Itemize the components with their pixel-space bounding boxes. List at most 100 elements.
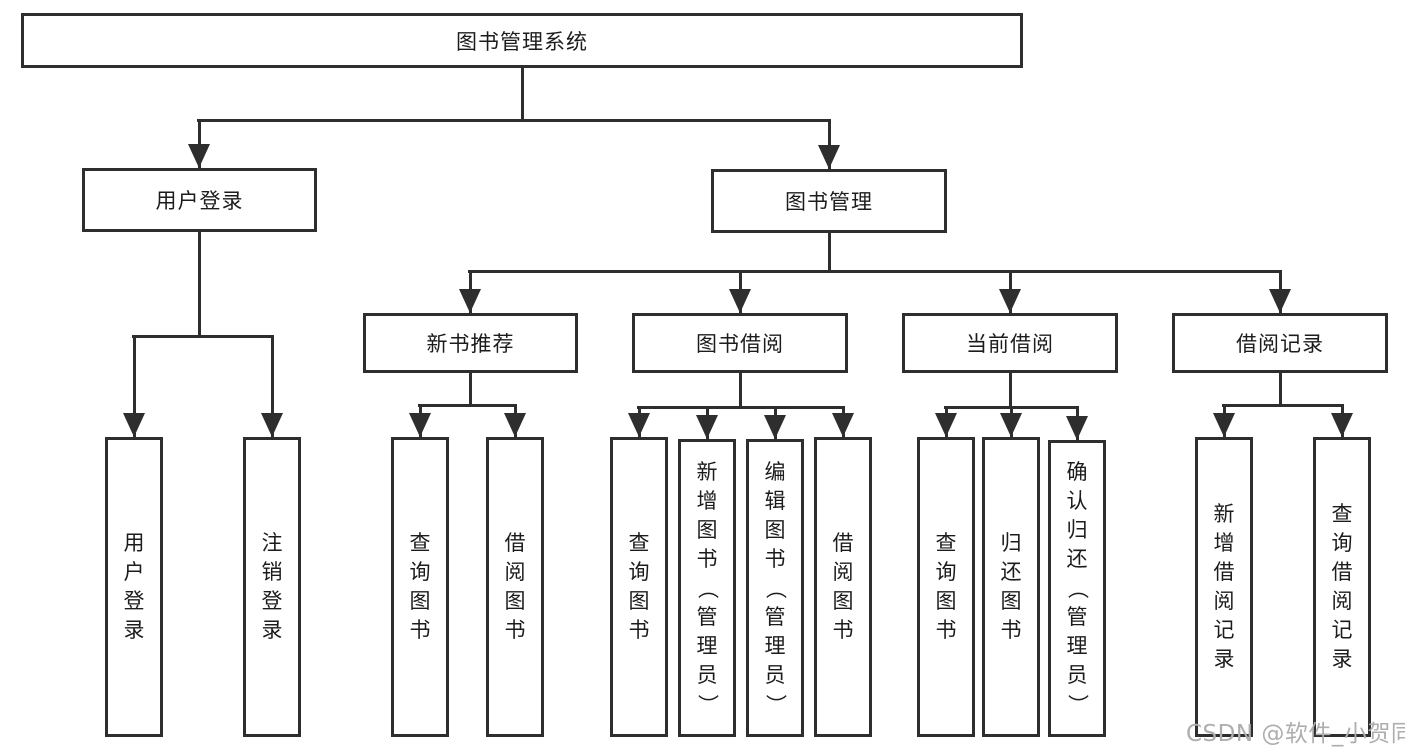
node-label-char: 归: [1066, 518, 1088, 542]
node-label-char: 图: [1000, 589, 1022, 613]
node-label-char: 理: [696, 633, 718, 658]
node-leaf-cb-return: 归还图书: [982, 437, 1040, 737]
node-label-char: 理: [1066, 634, 1088, 658]
node-label-char: 员: [764, 662, 786, 687]
node-label-char: ）: [763, 693, 788, 715]
node-label-char: ）: [1065, 694, 1090, 715]
node-label-char: 询: [1331, 531, 1353, 555]
node-label-char: 阅: [832, 560, 854, 584]
node-label-char: 辑: [764, 488, 786, 513]
node-label-char: 书: [935, 618, 957, 642]
node-label-char: 归: [1000, 531, 1022, 555]
connector-line: [197, 119, 831, 122]
node-label-char: 认: [1066, 489, 1088, 513]
node-label-char: 图: [832, 589, 854, 613]
node-label-char: 录: [123, 618, 145, 642]
connector-line: [1279, 373, 1282, 405]
node-label-char: 理: [764, 633, 786, 658]
node-label-char: （: [763, 577, 788, 599]
node-label-char: 记: [1331, 618, 1353, 642]
arrow-down-icon: [832, 413, 854, 437]
arrow-down-icon: [1269, 289, 1291, 313]
arrow-down-icon: [818, 145, 840, 169]
node-label-char: ）: [695, 693, 720, 715]
arrow-down-icon: [188, 144, 210, 168]
node-label-char: 管: [1066, 605, 1088, 629]
node-label-char: 员: [1066, 663, 1088, 687]
node-leaf-bb-query: 查询图书: [610, 437, 668, 737]
node-label-char: 图: [764, 517, 786, 542]
node-label-char: 录: [1331, 647, 1353, 671]
node-leaf-bb-edit: 编辑图书（管理员）: [746, 439, 804, 737]
connector-line: [418, 404, 517, 407]
node-leaf-nbr-query: 查询图书: [391, 437, 449, 737]
connector-line: [828, 120, 831, 169]
connector-line: [1009, 373, 1012, 407]
arrow-down-icon: [935, 413, 957, 437]
node-label-char: 查: [409, 531, 431, 555]
arrow-down-icon: [1331, 413, 1353, 437]
watermark: CSDN @软件_小贺同学: [1186, 721, 1405, 747]
connector-line: [133, 336, 136, 437]
node-label-char: 查: [935, 531, 957, 555]
node-label-char: 借: [504, 531, 526, 555]
connector-line: [469, 373, 472, 405]
node-label-char: 书: [764, 546, 786, 571]
node-label-char: 管: [764, 604, 786, 629]
node-label-char: 查: [628, 531, 650, 555]
node-label-char: 管: [696, 604, 718, 629]
node-label-char: 登: [123, 589, 145, 613]
arrow-down-icon: [628, 413, 650, 437]
connector-line: [739, 373, 742, 407]
node-label-char: 图: [696, 517, 718, 542]
node-label-char: 用: [123, 531, 145, 555]
node-label-char: 图: [409, 589, 431, 613]
node-leaf-bb-borrow: 借阅图书: [814, 437, 872, 737]
arrow-down-icon: [123, 413, 145, 437]
node-user-login: 用户登录: [82, 168, 317, 232]
arrow-down-icon: [459, 289, 481, 313]
node-leaf-user-login: 用户登录: [105, 437, 163, 737]
connector-line: [132, 335, 274, 338]
arrow-down-icon: [1213, 413, 1235, 437]
node-label-char: 书: [832, 618, 854, 642]
node-label-char: （: [1065, 578, 1090, 599]
node-label: 图书管理: [785, 190, 873, 214]
node-label-char: （: [695, 577, 720, 599]
node-label-char: 询: [935, 560, 957, 584]
node-label-char: 增: [1213, 531, 1235, 555]
connector-line: [828, 233, 831, 271]
arrow-down-icon: [729, 289, 751, 313]
node-label: 用户登录: [155, 189, 244, 213]
node-label-char: 查: [1331, 502, 1353, 526]
node-leaf-br-add: 新增借阅记录: [1195, 437, 1253, 737]
node-label-char: 图: [504, 589, 526, 613]
node-label-char: 注: [261, 531, 283, 555]
node-label-char: 阅: [1331, 589, 1353, 613]
node-label-char: 还: [1066, 547, 1088, 571]
connector-line: [637, 406, 845, 409]
node-label-char: 新: [1213, 502, 1235, 526]
arrow-down-icon: [696, 415, 718, 439]
node-leaf-br-query: 查询借阅记录: [1313, 437, 1371, 737]
node-label-char: 图: [628, 589, 650, 613]
node-label-char: 借: [1331, 560, 1353, 584]
node-book-mgmt: 图书管理: [711, 169, 947, 233]
node-label-char: 借: [832, 531, 854, 555]
node-label-char: 阅: [504, 560, 526, 584]
node-book-borrow: 图书借阅: [632, 313, 848, 373]
node-new-book-rec: 新书推荐: [363, 313, 578, 373]
node-borrow-records: 借阅记录: [1172, 313, 1388, 373]
node-label: 新书推荐: [426, 332, 515, 356]
node-label-char: 录: [1213, 647, 1235, 671]
node-label-char: 新: [696, 459, 718, 484]
arrow-down-icon: [1000, 413, 1022, 437]
node-label: 借阅记录: [1236, 332, 1324, 356]
node-label-char: 员: [696, 662, 718, 687]
arrow-down-icon: [764, 415, 786, 439]
node-label: 图书管理系统: [456, 29, 588, 54]
node-label-char: 书: [628, 618, 650, 642]
node-leaf-nbr-borrow: 借阅图书: [486, 437, 544, 737]
node-leaf-bb-add: 新增图书（管理员）: [678, 439, 736, 737]
